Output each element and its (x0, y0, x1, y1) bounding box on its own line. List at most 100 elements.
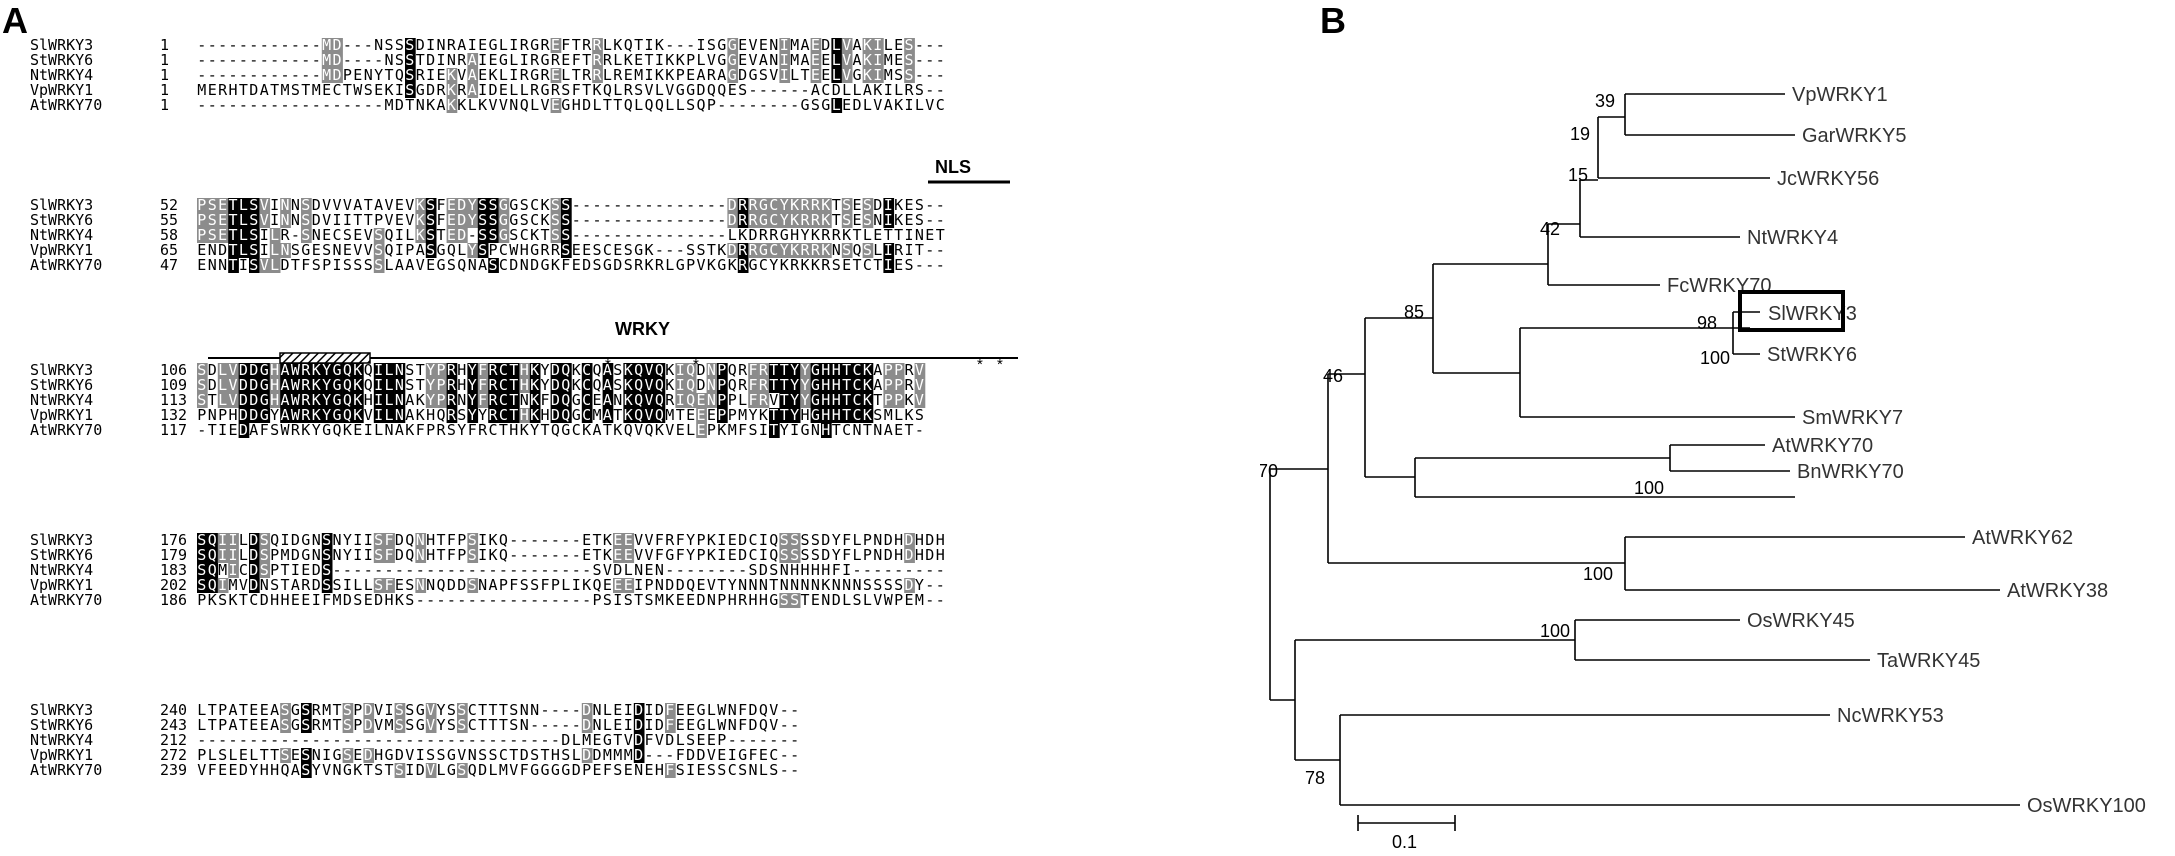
sequence-name: StWRKY6 (30, 211, 93, 229)
residue: P (884, 376, 893, 394)
residue: H (832, 376, 841, 394)
residue: - (925, 51, 934, 69)
nls-label: NLS (935, 157, 971, 177)
residue: L (385, 256, 394, 274)
residue: K (530, 406, 539, 424)
residue: L (738, 391, 747, 409)
residue: - (312, 51, 321, 69)
residue: S (894, 576, 903, 594)
residue: Y (541, 361, 550, 379)
residue: - (925, 576, 934, 594)
residue-shade (207, 563, 219, 578)
residue: - (613, 196, 622, 214)
residue-shade (581, 748, 593, 763)
residue: R (738, 211, 748, 229)
residue: G (572, 406, 581, 424)
residue-shade (623, 363, 635, 378)
residue: C (582, 376, 591, 394)
sequence-start: 65 (160, 241, 178, 259)
residue: C (499, 406, 508, 424)
residue-shade (779, 593, 791, 608)
residue: T (301, 81, 310, 99)
residue: I (385, 701, 394, 719)
residue: P (437, 376, 446, 394)
residue: V (749, 36, 758, 54)
residue: L (853, 546, 862, 564)
residue-shade (249, 408, 260, 423)
residue-shade (228, 378, 239, 393)
residue-shade (477, 198, 489, 213)
residue: D (312, 211, 321, 229)
residue-shade (769, 363, 780, 378)
residue-shade (249, 363, 260, 378)
residue: D (291, 546, 300, 564)
residue: - (551, 701, 560, 719)
residue: - (478, 731, 487, 749)
residue: I (780, 66, 789, 84)
residue: V (457, 66, 466, 84)
residue: A (873, 376, 882, 394)
leaf-label: GarWRKY5 (1802, 125, 1906, 147)
residue-shade (873, 68, 884, 83)
residue-shade (654, 408, 666, 423)
residue-shade (717, 378, 728, 393)
residue-shade (810, 363, 822, 378)
residue: K (343, 421, 352, 439)
residue: E (707, 406, 716, 424)
residue-shade (467, 243, 479, 258)
residue-shade (758, 243, 770, 258)
residue: M (499, 761, 508, 779)
residue: - (686, 211, 695, 229)
residue: H (894, 531, 903, 549)
residue-shade (633, 378, 645, 393)
residue: F (561, 256, 570, 274)
residue-shade (259, 563, 271, 578)
residue: F (842, 546, 851, 564)
residue: S (749, 421, 758, 439)
residue: N (832, 241, 841, 259)
residue: G (749, 256, 758, 274)
residue: S (291, 241, 300, 259)
residue: K (603, 531, 612, 549)
residue: K (665, 591, 674, 609)
residue: I (613, 591, 622, 609)
residue: K (416, 406, 425, 424)
residue: Q (686, 576, 695, 594)
residue: R (218, 81, 228, 99)
residue: V (405, 746, 414, 764)
residue: Y (790, 376, 799, 394)
residue: I (478, 51, 487, 69)
residue: Y (801, 226, 810, 244)
residue: P (405, 241, 414, 259)
residue: T (801, 66, 810, 84)
residue: - (270, 731, 279, 749)
sequence-name: VpWRKY1 (30, 406, 93, 424)
residue-shade (467, 53, 479, 68)
residue-shade (425, 378, 437, 393)
residue: Q (686, 391, 695, 409)
phylogenetic-tree: VpWRKY1 GarWRKY5 JcWRKY56 FcWRKY70 NtWRK… (1260, 84, 2146, 852)
residue: S (915, 81, 924, 99)
residue: L (853, 81, 862, 99)
residue-shade (280, 703, 291, 718)
residue-shade (446, 228, 458, 243)
sequence-start: 176 (160, 531, 187, 549)
residue: E (853, 211, 862, 229)
residue: Y (832, 546, 841, 564)
residue-shade (696, 393, 707, 408)
residue: G (499, 51, 508, 69)
residue: - (260, 66, 269, 84)
residue: H (364, 391, 373, 409)
residue: Q (593, 376, 602, 394)
residue-shade (592, 38, 603, 53)
residue: T (842, 406, 851, 424)
residue-shade (238, 408, 250, 423)
residue: K (801, 256, 810, 274)
residue: - (218, 731, 227, 749)
residue: S (593, 256, 602, 274)
residue: I (374, 361, 383, 379)
residue: Q (343, 361, 352, 379)
residue: T (884, 226, 893, 244)
residue-shade (394, 718, 406, 733)
residue: R (749, 196, 759, 214)
